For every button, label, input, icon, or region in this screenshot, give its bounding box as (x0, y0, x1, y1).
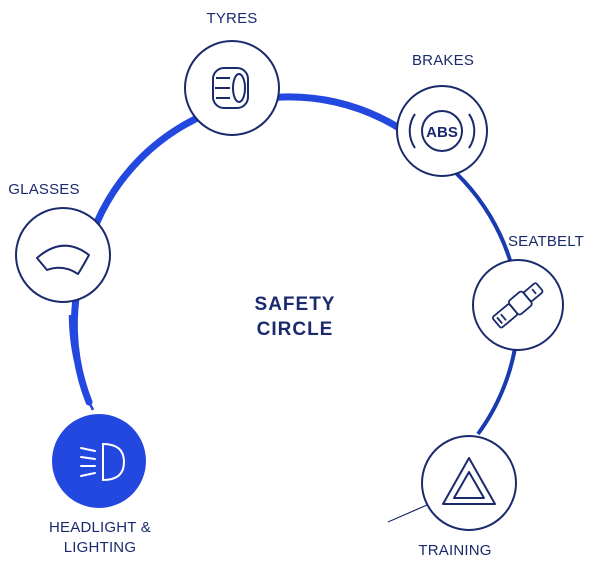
headlight-icon (80, 442, 126, 482)
node-seatbelt[interactable] (472, 259, 564, 351)
diagram-title: SAFETY CIRCLE (195, 292, 395, 342)
ring-thin-segment-lower-left (68, 314, 95, 411)
node-glasses[interactable] (15, 207, 111, 303)
label-headlight-line-1: HEADLIGHT & (49, 519, 151, 536)
title-line-1: SAFETY (254, 294, 336, 315)
node-headlight[interactable] (52, 414, 146, 508)
connector-line (387, 504, 428, 523)
abs-icon-text: ABS (426, 124, 458, 141)
windshield-icon (36, 244, 90, 275)
warning-triangle-icon (442, 457, 496, 505)
ring-thick-segment (70, 93, 436, 406)
label-seatbelt: SEATBELT (507, 233, 585, 250)
seatbelt-icon (491, 282, 544, 329)
node-training[interactable] (421, 435, 517, 531)
label-tyres: TYRES (206, 10, 258, 27)
node-tyres[interactable] (184, 40, 280, 136)
title-line-2: CIRCLE (256, 319, 334, 340)
label-brakes: BRAKES (411, 52, 475, 69)
label-headlight-line-2: LIGHTING (63, 539, 137, 556)
label-training: TRAINING (418, 542, 492, 559)
label-glasses: GLASSES (8, 181, 80, 198)
node-brakes[interactable]: ABS (396, 85, 488, 177)
tyre-icon (212, 67, 249, 109)
abs-icon (408, 110, 476, 152)
label-headlight: HEADLIGHT & LIGHTING (22, 518, 178, 558)
